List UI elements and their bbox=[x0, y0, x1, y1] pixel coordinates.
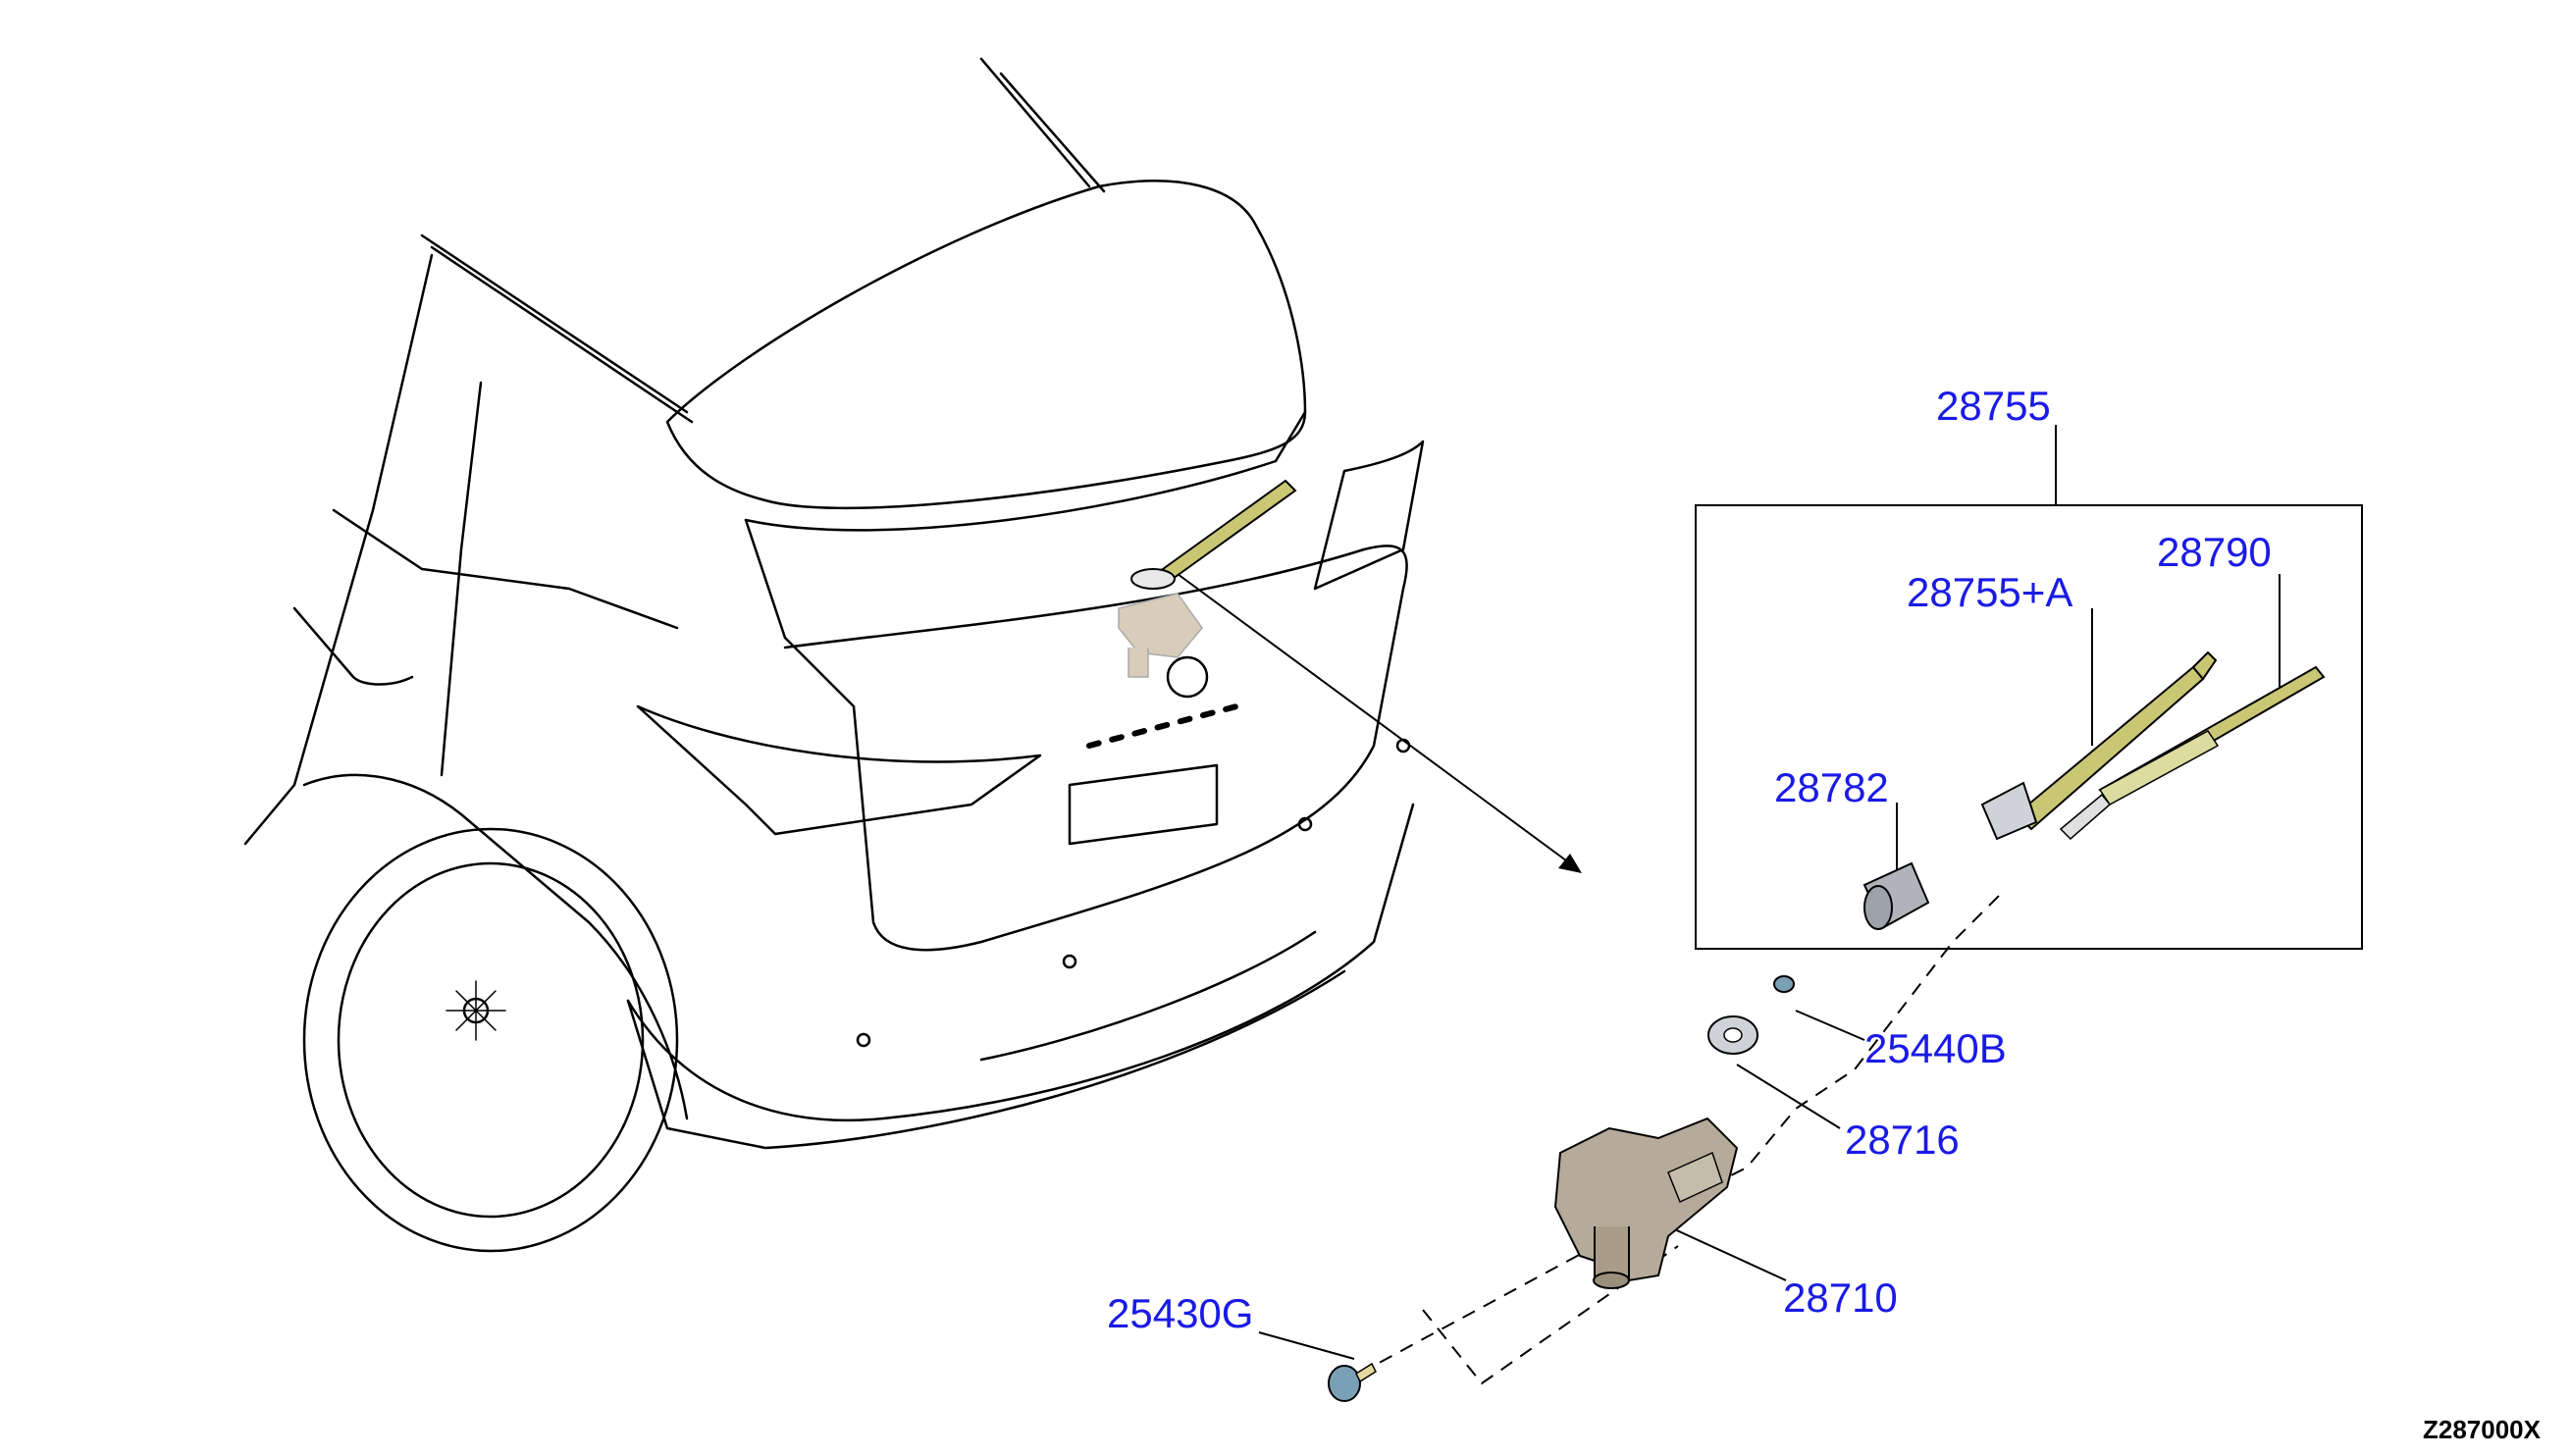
callout-28755[interactable]: 28755 bbox=[1936, 383, 2051, 429]
washer-icon bbox=[1707, 1015, 1758, 1055]
nut-icon bbox=[1773, 975, 1795, 993]
wiper-blade-icon bbox=[2059, 665, 2326, 841]
pivot-cap-icon bbox=[1862, 861, 1930, 930]
leader-lines bbox=[1258, 425, 2281, 1360]
callout-25430g[interactable]: 25430G bbox=[1107, 1290, 1254, 1336]
callout-25440b[interactable]: 25440B bbox=[1864, 1025, 2007, 1071]
callout-28716[interactable]: 28716 bbox=[1845, 1117, 1960, 1163]
callout-28755-a[interactable]: 28755+A bbox=[1907, 569, 2073, 615]
vehicle-wiper-icon bbox=[1118, 479, 1297, 678]
grommet-icon bbox=[1328, 1362, 1377, 1402]
assembly-box bbox=[1695, 504, 2363, 950]
wiper-motor-icon bbox=[1553, 1117, 1739, 1289]
callout-28790[interactable]: 28790 bbox=[2157, 529, 2272, 575]
explode-arrow bbox=[1177, 573, 1582, 873]
callout-28710[interactable]: 28710 bbox=[1783, 1274, 1898, 1321]
vehicle-outline bbox=[243, 57, 1425, 1253]
callout-28782[interactable]: 28782 bbox=[1774, 764, 1889, 810]
diagram-code: Z287000X bbox=[2423, 1415, 2541, 1444]
wiper-arm-icon bbox=[1980, 650, 2218, 841]
